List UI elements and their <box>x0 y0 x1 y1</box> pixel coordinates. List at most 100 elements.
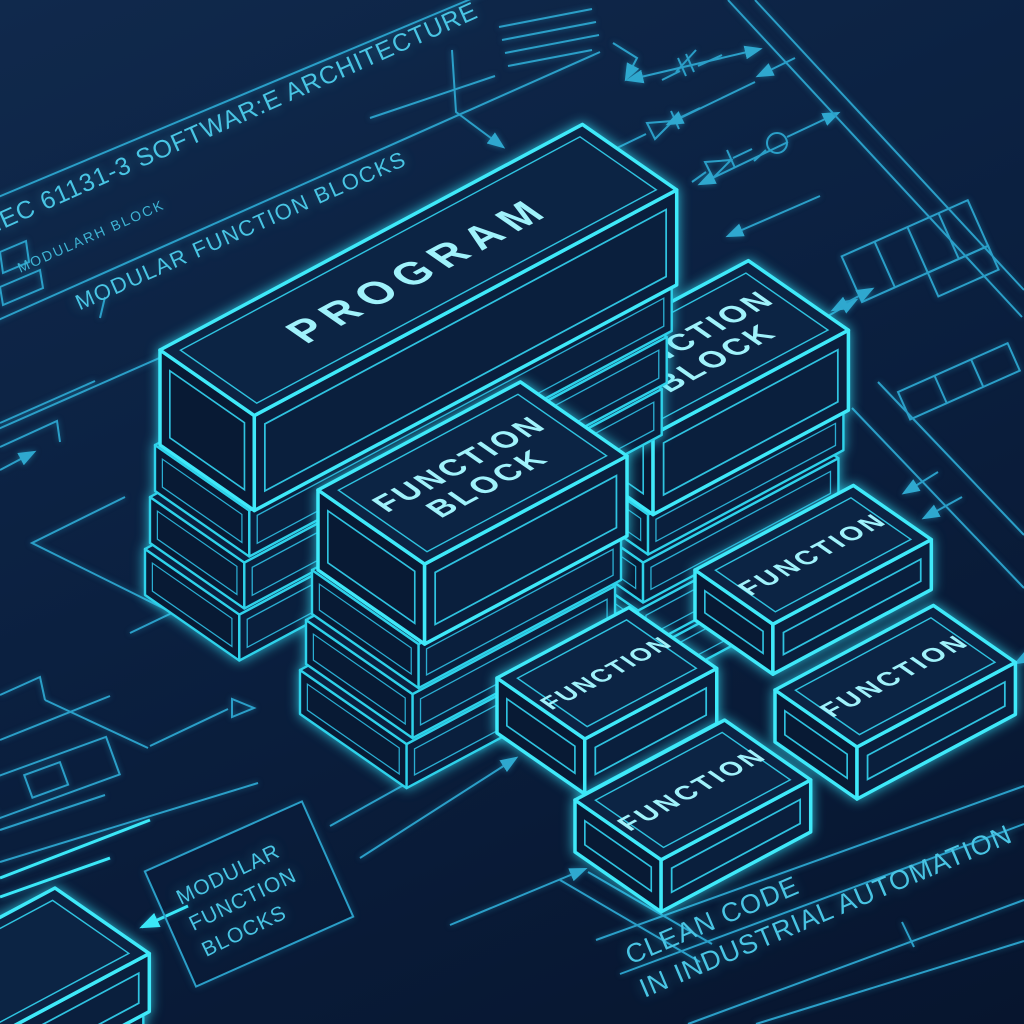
circuit-trace <box>937 212 960 260</box>
blueprint-shape <box>703 158 734 180</box>
circuit-trace <box>697 141 789 186</box>
blueprint-shape <box>584 819 653 893</box>
circuit-trace <box>0 695 111 741</box>
blueprint-shape <box>0 899 131 1024</box>
circuit-trace <box>0 794 106 831</box>
isometric-blocks: FUNCTIONBLOCKPROGRAMFUNCTIONBLOCKFUNCTIO… <box>0 122 1018 1024</box>
blueprint-shape <box>0 886 152 1024</box>
circuit-trace <box>665 81 756 126</box>
blueprint-shape <box>316 380 629 566</box>
circuit-trace <box>1013 649 1024 665</box>
circuit-trace <box>0 419 61 448</box>
circuit-trace <box>970 359 985 388</box>
circuit-trace <box>0 450 37 471</box>
circuit-trace <box>933 375 948 404</box>
grid-panel <box>0 735 122 821</box>
circuit-trace <box>559 879 701 963</box>
circuit-trace <box>906 226 929 274</box>
blueprint-shape <box>594 731 792 849</box>
hatch-lines <box>498 8 600 67</box>
blueprint-shape <box>434 474 618 626</box>
blueprint-shape <box>650 470 832 591</box>
blueprint-shape <box>516 619 698 728</box>
blueprint-shape <box>156 509 238 596</box>
circuit-trace <box>677 57 687 77</box>
circuit-trace <box>44 699 149 749</box>
blueprint-shape <box>773 603 1018 749</box>
blueprint-shape <box>693 483 934 626</box>
capacitor-icon <box>661 49 723 81</box>
circuit-trace <box>449 867 588 926</box>
blueprint-shape <box>662 348 839 497</box>
circuit-trace <box>0 856 111 899</box>
circuit-trace <box>697 54 723 67</box>
blueprint-shape <box>506 697 576 775</box>
blueprint-shape <box>0 735 122 821</box>
titleblock-line <box>687 899 1024 1024</box>
circuit-trace <box>616 133 647 149</box>
titleblock-line <box>619 823 1024 975</box>
circuit-trace <box>99 296 106 319</box>
blueprint-shape <box>425 548 614 676</box>
circuit-trace <box>691 171 707 183</box>
grid-panel <box>840 198 1000 304</box>
double-arrow <box>625 45 763 84</box>
circuit-trace <box>877 381 1024 536</box>
frame-tab <box>0 239 31 275</box>
diode-icon <box>691 148 753 183</box>
arrow-into-program <box>451 49 506 149</box>
blueprint-shape <box>158 122 679 418</box>
circuit-trace <box>29 496 176 615</box>
open-arrow-icon <box>231 697 257 719</box>
iso-box-function-3: FUNCTION <box>693 483 934 676</box>
iso-box-stack-bottom-left <box>0 886 152 1024</box>
blueprint-shape <box>714 496 913 613</box>
blueprint-shape <box>161 457 243 544</box>
circuit-trace <box>661 70 681 81</box>
blueprint-shape <box>573 718 813 862</box>
circuit-trace <box>587 871 713 945</box>
title-band-top-line <box>0 0 471 198</box>
circuit-trace <box>851 407 1024 589</box>
blueprint-shape <box>926 244 1000 298</box>
blueprint-shape <box>318 582 412 676</box>
blueprint-shape <box>704 589 764 655</box>
circuit-trace <box>0 380 96 424</box>
circuit-trace <box>359 756 519 859</box>
blueprint-shape <box>22 760 70 799</box>
callout-leader-arrow <box>139 904 189 929</box>
circuit-trace <box>0 782 259 863</box>
blueprint-shape <box>670 798 802 894</box>
circuit-trace <box>873 241 896 288</box>
double-arrow <box>830 287 875 312</box>
blueprint-shape <box>840 198 990 304</box>
blueprint-shape <box>594 686 708 776</box>
blueprint-shape <box>169 369 246 492</box>
circuit-trace <box>725 195 821 238</box>
circuit-trace <box>675 49 697 73</box>
circuit-trace <box>685 53 695 73</box>
blueprint-shape <box>794 616 997 736</box>
frame-line <box>727 0 1023 318</box>
blueprint-shape <box>866 680 1006 781</box>
blueprint-shape <box>495 605 719 741</box>
circuit-trace <box>732 148 753 159</box>
circuit-trace <box>369 75 496 119</box>
circuit-trace <box>0 818 151 880</box>
circuit-trace <box>901 921 915 948</box>
circuit-trace <box>498 8 593 28</box>
frame-line <box>754 0 1024 291</box>
circuit-trace <box>504 34 600 54</box>
frame-tab <box>0 268 45 307</box>
circuit-trace <box>726 149 736 169</box>
iso-box-function-1: FUNCTION <box>495 605 719 796</box>
circuit-trace <box>755 57 796 78</box>
blueprint-shape <box>655 422 837 543</box>
circuit-trace <box>921 496 963 520</box>
blueprint-shape <box>784 709 848 780</box>
blueprint-shape <box>306 682 400 776</box>
blueprint-shape <box>263 208 668 493</box>
